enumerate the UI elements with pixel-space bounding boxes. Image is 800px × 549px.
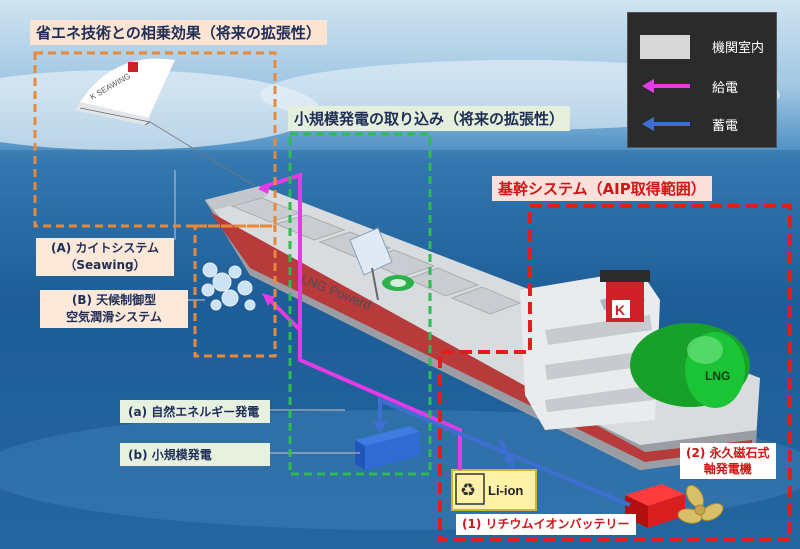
air-lubrication-label: (B) 天候制御型 空気潤滑システム [40, 290, 188, 328]
lng-tank-text: LNG [705, 369, 730, 383]
legend-storage-label: 蓄電 [712, 119, 739, 134]
battery-recycle-icon: ♻ [460, 480, 476, 501]
kite: K SEAWING [75, 58, 256, 187]
legend-engine-room: 機関室内 [628, 29, 776, 59]
legend-power-supply-label: 給電 [712, 81, 739, 96]
kite-system-label: (A) カイトシステム （Seawing） [36, 238, 174, 276]
battery-text: Li-ion [488, 483, 523, 498]
legend-engine-room-label: 機関室内 [712, 41, 765, 56]
storage-arrows [373, 396, 631, 507]
legend-storage: 蓄電 [628, 109, 776, 137]
funnel: K [600, 270, 650, 322]
air-bubbles [201, 262, 256, 311]
small-generator-box [355, 426, 420, 470]
storage-arrow-icon [642, 117, 690, 131]
funnel-mark: K [615, 302, 625, 318]
power-supply-arrow-icon [642, 79, 690, 93]
lng-tank: LNG [630, 323, 750, 408]
air-lubrication-dashed-box [193, 224, 277, 358]
energy-saving-dashed-box [33, 51, 277, 228]
core-system-dashed-box [438, 204, 792, 542]
natural-energy-label: (a) 自然エネルギー発電 [120, 400, 270, 423]
small-power-title: 小規模発電の取り込み（将来の拡張性） [288, 106, 571, 131]
core-system-title: 基幹システム（AIP取得範囲） [492, 176, 712, 201]
deck-helipad [382, 275, 414, 291]
solar-panel [349, 227, 393, 301]
engine-room-swatch [640, 35, 690, 59]
energy-saving-title: 省エネ技術との相乗効果（将来の拡張性） [30, 20, 327, 45]
propeller [677, 484, 724, 524]
shaft-generator-label: (2) 永久磁石式 軸発電機 [680, 443, 776, 479]
battery-pack: ♻ Li-ion [451, 469, 537, 511]
small-power-dashed-box [288, 132, 432, 476]
small-generation-label: (b) 小規模発電 [120, 443, 270, 466]
legend: 機関室内 給電 蓄電 [627, 12, 777, 148]
battery-label: (1) リチウムイオンバッテリー [456, 514, 636, 535]
legend-power-supply: 給電 [628, 71, 776, 99]
